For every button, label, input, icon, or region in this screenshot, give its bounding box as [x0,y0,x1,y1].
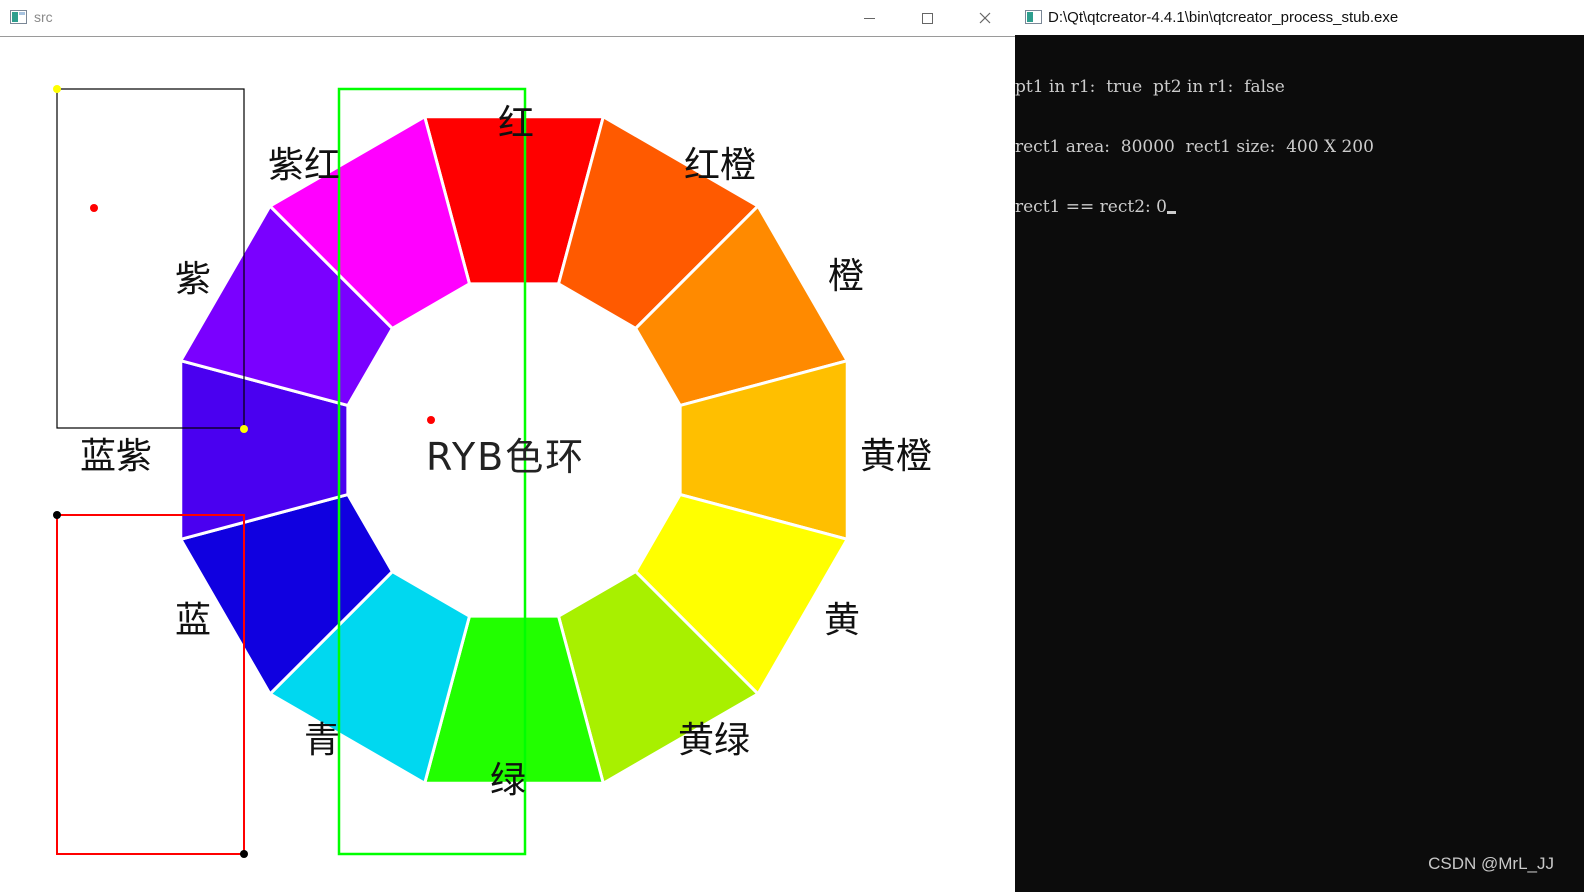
rect2-bottom-right-corner [240,850,248,858]
maximize-icon [921,12,933,24]
point-pt1 [90,204,98,212]
opencv-window: src 红 红橙 橙 黄橙 黄 黄绿 绿 青 蓝 蓝紫 紫 紫红 RYB色环 [0,0,1015,892]
console-line-3: rect1 == rect2: 0 [1015,197,1167,217]
console-line-3-wrap: rect1 == rect2: 0 [1015,197,1584,217]
rect3-outline [337,87,527,856]
wheel-segment-magenta [267,114,472,331]
label-red-orange: 红橙 [684,145,757,186]
image-canvas: 红 红橙 橙 黄橙 黄 黄绿 绿 青 蓝 蓝紫 紫 紫红 RYB色环 [0,37,1015,892]
window-title: src [34,9,53,25]
console-line-1: pt1 in r1: true pt2 in r1: false [1015,77,1285,97]
console-output[interactable]: pt1 in r1: true pt2 in r1: false rect1 a… [1015,37,1584,257]
console-titlebar[interactable]: D:\Qt\qtcreator-4.4.1\bin\qtcreator_proc… [1015,0,1584,35]
watermark: CSDN @MrL_JJ [1428,854,1554,873]
rect1-outline [56,88,245,429]
label-blue-violet: 蓝紫 [80,436,153,477]
console-line-2: rect1 area: 80000 rect1 size: 400 X 200 [1015,137,1374,157]
rect1-top-left-corner [53,85,61,93]
color-wheel-drawing [53,85,850,858]
rect1-bottom-right-corner [240,425,248,433]
label-cyan: 青 [304,720,341,761]
console-window: D:\Qt\qtcreator-4.4.1\bin\qtcreator_proc… [1015,0,1584,892]
label-yellow: 黄 [824,600,861,641]
minimize-icon [863,17,875,19]
point-pt2 [427,416,435,424]
window-titlebar[interactable]: src [0,0,1015,37]
label-blue: 蓝 [175,600,212,641]
label-green: 绿 [490,760,527,801]
label-violet: 紫 [175,259,212,300]
label-red: 红 [498,103,535,144]
label-magenta: 紫红 [268,145,341,186]
rect2-outline [56,514,245,855]
console-title: D:\Qt\qtcreator-4.4.1\bin\qtcreator_proc… [1048,9,1399,26]
window-app-icon [10,10,27,24]
close-button[interactable] [956,0,1014,36]
console-app-icon [1025,10,1042,24]
maximize-button[interactable] [898,0,956,36]
label-yellow-green: 黄绿 [678,720,751,761]
label-yellow-orange: 黄橙 [860,436,933,477]
label-orange: 橙 [828,256,865,297]
wheel-center-title: RYB色环 [426,435,586,479]
close-icon [979,12,991,24]
text-cursor [1166,211,1176,214]
rect2-top-left-corner [53,511,61,519]
minimize-button[interactable] [840,0,898,36]
